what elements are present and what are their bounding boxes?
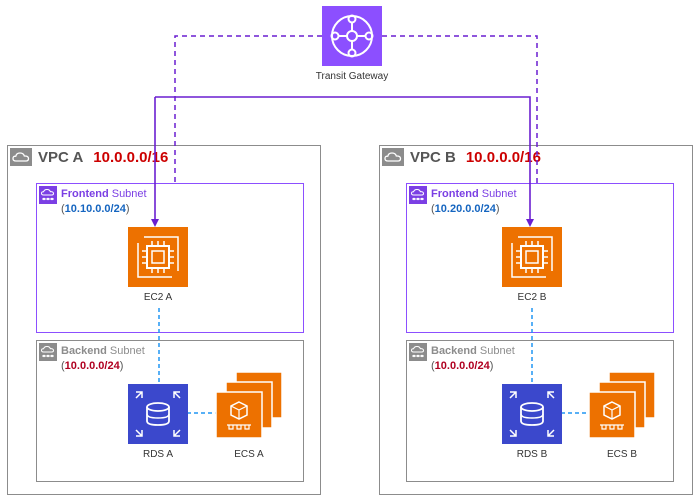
backend-subnet-a-title: Backend Subnet — [61, 345, 145, 357]
ec2-a-label: EC2 A — [143, 292, 173, 303]
transit-gateway-icon — [322, 6, 382, 66]
vpc-cloud-icon — [10, 148, 32, 166]
rds-icon — [128, 384, 188, 444]
frontend-subnet-a-title: Frontend Subnet — [61, 188, 147, 200]
transit-gateway-label: Transit Gateway — [315, 71, 389, 82]
ec2-b-label: EC2 B — [517, 292, 547, 303]
rds-b-label: RDS B — [516, 449, 548, 460]
frontend-subnet-b-title: Frontend Subnet — [431, 188, 517, 200]
vpc-b-title: VPC B 10.0.0.0/16 — [410, 149, 541, 166]
backend-subnet-a: Backend Subnet (10.0.0.0/24) — [36, 340, 304, 482]
rds-a-label: RDS A — [142, 449, 173, 460]
frontend-subnet-b-cidr: (10.20.0.0/24) — [431, 203, 500, 215]
backend-subnet-b-title: Backend Subnet — [431, 345, 515, 357]
frontend-subnet-a-cidr: (10.10.0.0/24) — [61, 203, 130, 215]
backend-subnet-b-cidr: (10.0.0.0/24) — [431, 360, 494, 372]
ecs-icon — [215, 371, 283, 439]
ecs-icon — [588, 371, 656, 439]
subnet-icon — [409, 186, 427, 204]
ecs-a-label: ECS A — [234, 449, 264, 460]
vpc-a-cidr: 10.0.0.0/16 — [93, 149, 169, 166]
backend-subnet-b: Backend Subnet (10.0.0.0/24) — [406, 340, 674, 482]
vpc-a-name: VPC A — [38, 149, 84, 166]
vpc-b-cidr: 10.0.0.0/16 — [465, 149, 541, 166]
vpc-cloud-icon — [382, 148, 404, 166]
ec2-icon — [502, 227, 562, 287]
subnet-icon — [39, 186, 57, 204]
subnet-icon — [409, 343, 427, 361]
ecs-b-label: ECS B — [606, 449, 637, 460]
ec2-icon — [128, 227, 188, 287]
backend-subnet-a-cidr: (10.0.0.0/24) — [61, 360, 124, 372]
rds-icon — [502, 384, 562, 444]
subnet-icon — [39, 343, 57, 361]
vpc-a-title: VPC A 10.0.0.0/16 — [38, 149, 168, 166]
vpc-b-name: VPC B — [410, 149, 456, 166]
